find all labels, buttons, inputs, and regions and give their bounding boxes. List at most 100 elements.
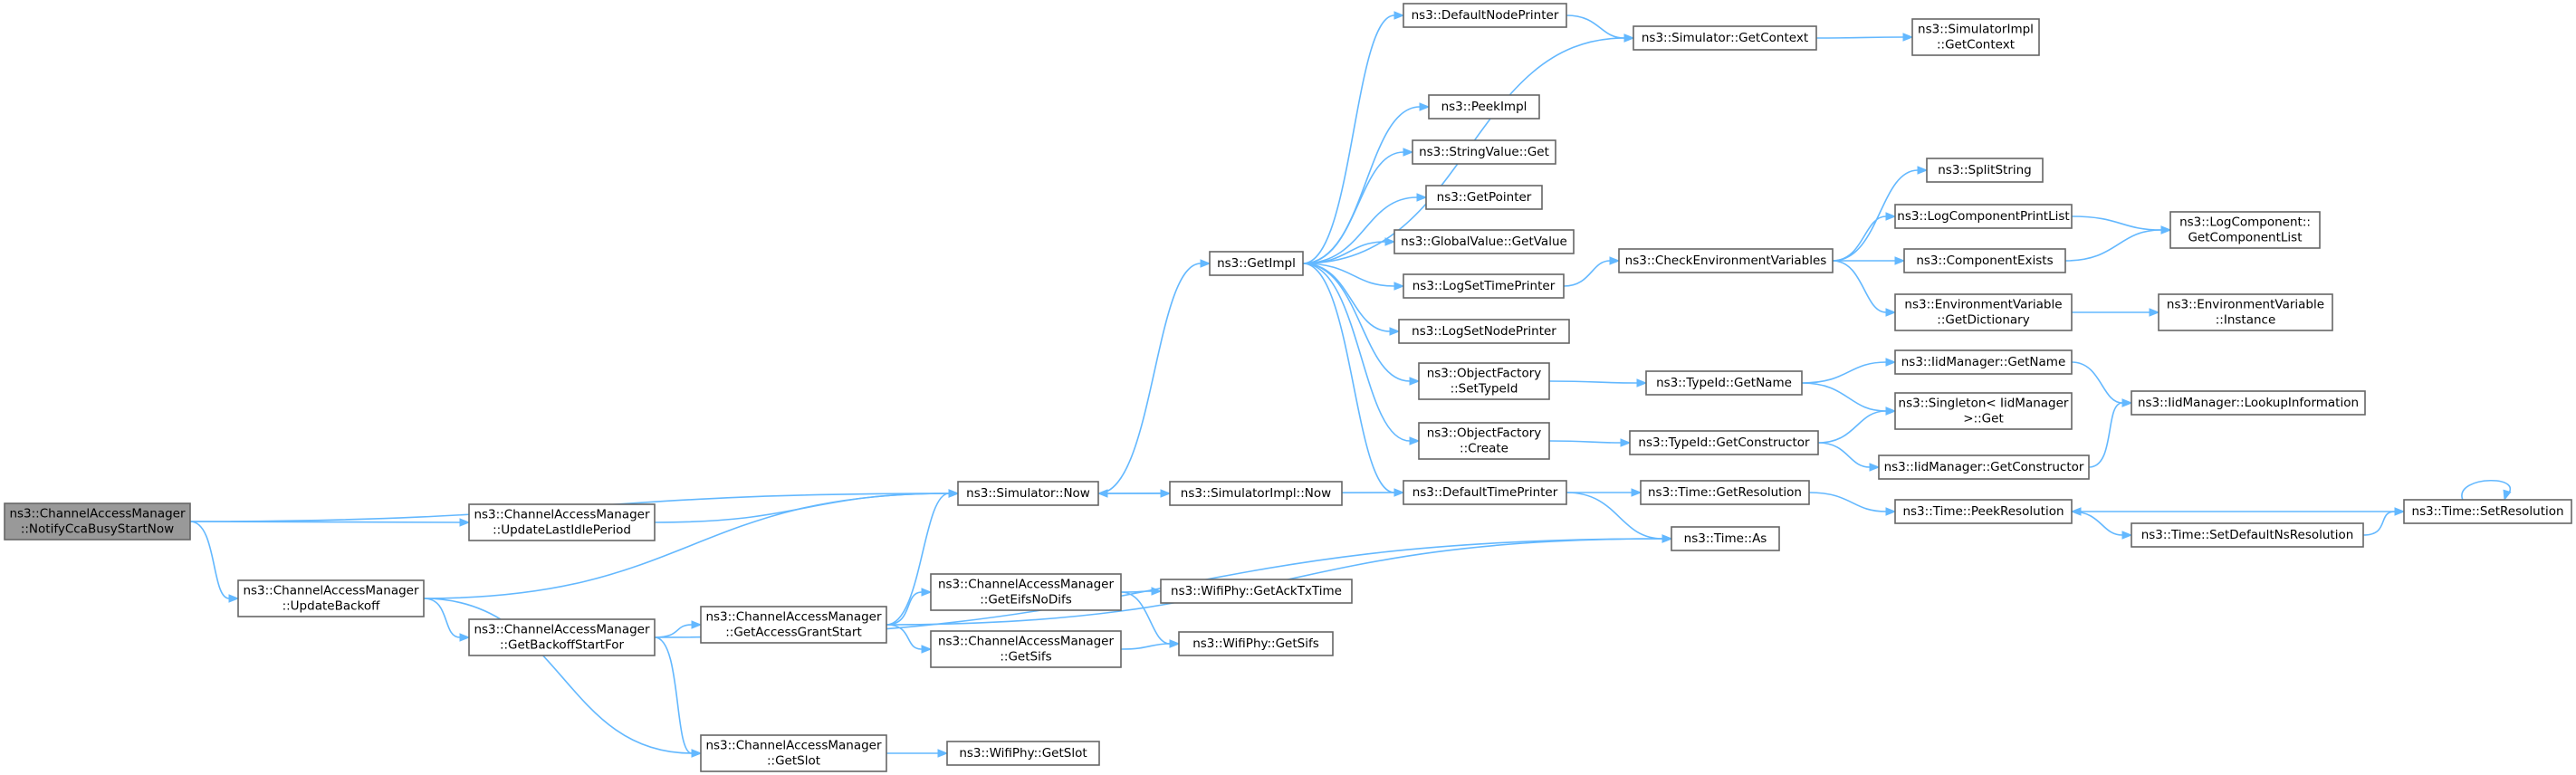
edge-getslot-to-wifislot [886,749,949,758]
edge-checkenv-to-envgetdict [1832,260,1897,317]
node-box[interactable] [1160,579,1353,604]
node-box[interactable] [1894,392,2073,430]
node-iidgetctor[interactable]: ns3::IidManager::GetConstructor [1878,454,2090,480]
node-box[interactable] [1618,248,1834,273]
node-envgetdict[interactable]: ns3::EnvironmentVariable::GetDictionary [1894,293,2073,331]
edge-compexists-to-logcompgetlist [2064,225,2172,262]
node-box[interactable] [1412,139,1556,165]
node-getimpl[interactable]: ns3::GetImpl [1209,251,1304,276]
node-box[interactable] [1178,631,1334,656]
node-getbackoff[interactable]: ns3::ChannelAccessManager::GetBackoffSta… [468,618,656,656]
node-updidle[interactable]: ns3::ChannelAccessManager::UpdateLastIdl… [468,503,656,541]
node-ofsettypeid[interactable]: ns3::ObjectFactory::SetTypeId [1418,362,1550,400]
node-timesetdefns[interactable]: ns3::Time::SetDefaultNsResolution [2131,522,2364,548]
node-simgetcontext[interactable]: ns3::Simulator::GetContext [1633,25,1817,51]
node-box[interactable] [1633,25,1817,51]
node-simnow[interactable]: ns3::Simulator::Now [957,481,1099,506]
node-box[interactable] [1209,251,1304,276]
edge-getbackoff-to-getslot [654,636,703,758]
node-box[interactable] [1418,422,1550,460]
node-simimplgetcontext[interactable]: ns3::SimulatorImpl::GetContext [1911,18,2040,56]
node-box[interactable] [4,502,191,541]
node-getslot[interactable]: ns3::ChannelAccessManager::GetSlot [700,734,887,772]
node-deftimeprinter[interactable]: ns3::DefaultTimePrinter [1403,480,1567,505]
node-box[interactable] [1428,94,1540,120]
node-timeas[interactable]: ns3::Time::As [1671,526,1780,551]
node-box[interactable] [468,503,656,541]
node-box[interactable] [1903,248,2066,273]
node-timesetres[interactable]: ns3::Time::SetResolution [2403,499,2572,524]
node-box[interactable] [2403,499,2572,524]
node-box[interactable] [2158,293,2333,331]
node-box[interactable] [946,741,1100,766]
node-box[interactable] [930,573,1122,611]
edge-getsifs-to-wifisifs [1120,639,1181,650]
node-wifislot[interactable]: ns3::WifiPhy::GetSlot [946,741,1100,766]
node-notify[interactable]: ns3::ChannelAccessManager::NotifyCcaBusy… [4,502,191,541]
node-updbackoff[interactable]: ns3::ChannelAccessManager::UpdateBackoff [237,579,425,617]
node-box[interactable] [1629,430,1819,455]
arrowhead [1885,407,1897,416]
node-box[interactable] [1911,18,2040,56]
node-timegetres[interactable]: ns3::Time::GetResolution [1640,480,1810,505]
arrowhead [1631,488,1642,497]
edge-getaccess-to-simnow [886,489,960,626]
edge-iidgetctor-to-iidlookup [2088,398,2133,468]
node-singleton[interactable]: ns3::Singleton< IidManager >::Get [1894,392,2073,430]
node-peekimpl[interactable]: ns3::PeekImpl [1428,94,1540,120]
node-box[interactable] [1894,293,2073,331]
edge-typeidgetname-to-iidgetname [1801,358,1897,384]
node-box[interactable] [1425,185,1543,210]
node-getpointer[interactable]: ns3::GetPointer [1425,185,1543,210]
node-geteifs[interactable]: ns3::ChannelAccessManager::GetEifsNoDifs [930,573,1122,611]
node-box[interactable] [468,618,656,656]
node-box[interactable] [1169,481,1343,506]
arrowhead [1885,507,1897,516]
node-splitstring[interactable]: ns3::SplitString [1926,158,2044,183]
node-box[interactable] [1398,319,1570,344]
node-timepeekres[interactable]: ns3::Time::PeekResolution [1894,499,2073,524]
node-box[interactable] [1645,370,1803,396]
node-compexists[interactable]: ns3::ComponentExists [1903,248,2066,273]
node-iidlookup[interactable]: ns3::IidManager::LookupInformation [2131,390,2366,416]
node-simimplnow[interactable]: ns3::SimulatorImpl::Now [1169,481,1343,506]
node-box[interactable] [1894,349,2073,375]
node-defnodeprinter[interactable]: ns3::DefaultNodePrinter [1403,3,1567,28]
node-wifiackt[interactable]: ns3::WifiPhy::GetAckTxTime [1160,579,1353,604]
node-box[interactable] [2131,522,2364,548]
node-box[interactable] [700,606,887,644]
node-globalvalue[interactable]: ns3::GlobalValue::GetValue [1393,229,1575,254]
node-box[interactable] [930,630,1122,668]
node-iidgetname[interactable]: ns3::IidManager::GetName [1894,349,2073,375]
node-logsetnode[interactable]: ns3::LogSetNodePrinter [1398,319,1570,344]
node-box[interactable] [957,481,1099,506]
node-box[interactable] [1640,480,1810,505]
node-box[interactable] [237,579,425,617]
node-logcompgetlist[interactable]: ns3::LogComponent::GetComponentList [2169,211,2321,249]
node-box[interactable] [1403,480,1567,505]
node-box[interactable] [2131,390,2366,416]
node-box[interactable] [1926,158,2044,183]
node-box[interactable] [1894,204,2073,229]
node-envinstance[interactable]: ns3::EnvironmentVariable::Instance [2158,293,2333,331]
node-box[interactable] [2169,211,2321,249]
node-stringvalueget[interactable]: ns3::StringValue::Get [1412,139,1556,165]
node-box[interactable] [1403,3,1567,28]
node-typeidgetctor[interactable]: ns3::TypeId::GetConstructor [1629,430,1819,455]
node-wifisifs[interactable]: ns3::WifiPhy::GetSifs [1178,631,1334,656]
node-typeidgetname[interactable]: ns3::TypeId::GetName [1645,370,1803,396]
node-getaccess[interactable]: ns3::ChannelAccessManager::GetAccessGran… [700,606,887,644]
node-ofcreate[interactable]: ns3::ObjectFactory::Create [1418,422,1550,460]
node-getsifs[interactable]: ns3::ChannelAccessManager::GetSifs [930,630,1122,668]
node-checkenv[interactable]: ns3::CheckEnvironmentVariables [1618,248,1834,273]
node-box[interactable] [1418,362,1550,400]
node-logsettime[interactable]: ns3::LogSetTimePrinter [1403,273,1565,299]
node-box[interactable] [1878,454,2090,480]
edge-defnodeprinter-to-simgetcontext [1566,14,1635,43]
node-box[interactable] [1671,526,1780,551]
node-box[interactable] [700,734,887,772]
node-box[interactable] [1393,229,1575,254]
node-box[interactable] [1894,499,2073,524]
node-box[interactable] [1403,273,1565,299]
node-logcompprint[interactable]: ns3::LogComponentPrintList [1894,204,2073,229]
